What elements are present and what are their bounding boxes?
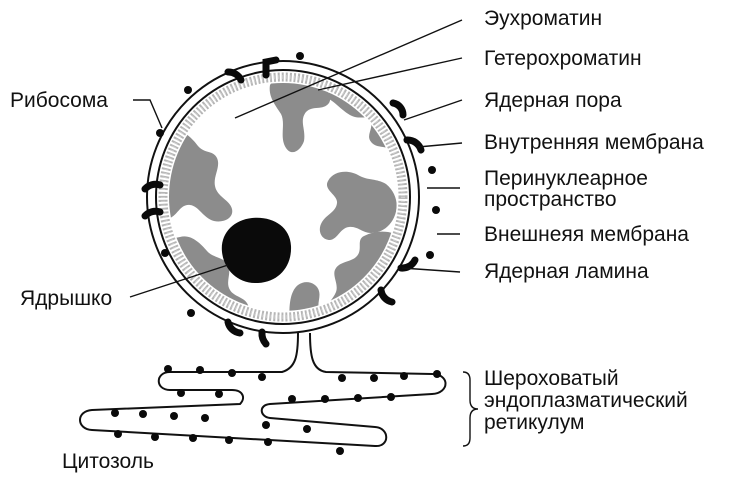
- label-outer-membrane: Внешнеяя мембрана: [484, 223, 689, 246]
- label-rough-er-1: Шероховатый: [484, 367, 619, 390]
- label-rough-er-3: ретикулум: [484, 411, 584, 434]
- nucleolus: [222, 218, 291, 283]
- label-cytosol: Цитозоль: [62, 450, 154, 473]
- label-heterochromatin: Гетерохроматин: [484, 47, 642, 70]
- label-euchromatin: Эухроматин: [484, 7, 602, 30]
- label-nuclear-pore: Ядерная пора: [484, 89, 622, 112]
- rough-er: [80, 333, 446, 446]
- label-nucleolus: Ядрышко: [20, 287, 112, 310]
- label-nuclear-lamina: Ядерная ламина: [484, 260, 649, 283]
- label-inner-membrane: Внутренняя мембрана: [484, 131, 704, 154]
- label-ribosome: Рибосома: [10, 89, 108, 112]
- label-perinuclear-space-1: Перинуклеарное: [484, 167, 648, 190]
- label-perinuclear-space-2: пространство: [484, 188, 617, 211]
- label-rough-er-2: эндоплазматический: [484, 389, 688, 412]
